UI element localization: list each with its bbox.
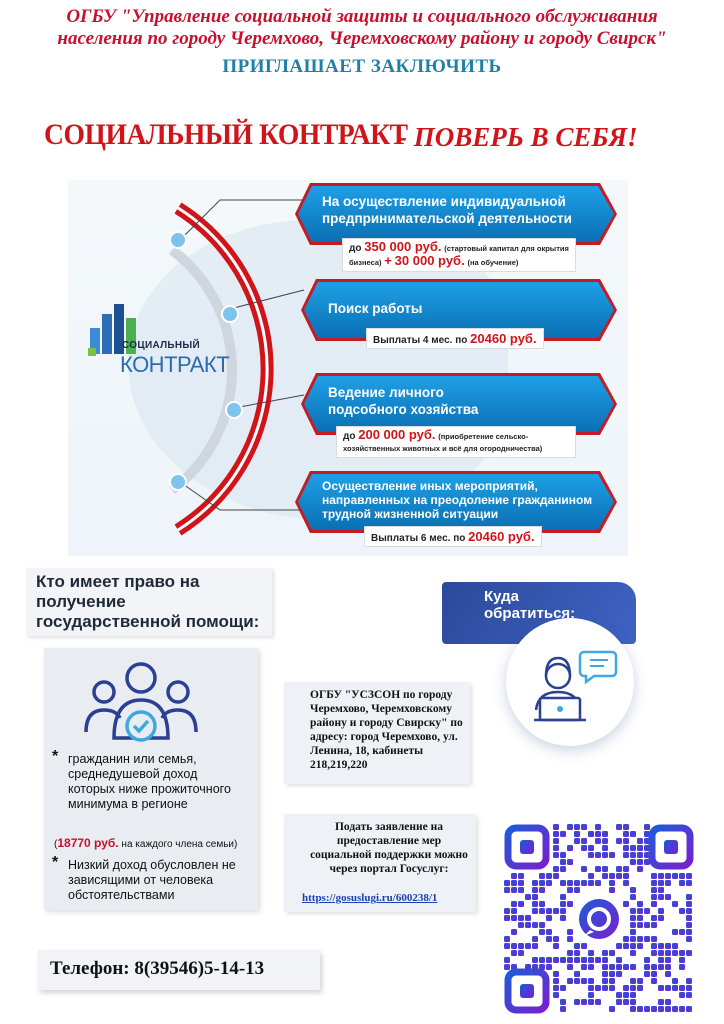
social-contract-logo: СОЦИАЛЬНЫЙ КОНТРАКТ	[88, 288, 230, 388]
address-box: ОГБУ "УСЗСОН по городу Черемхово, Черемх…	[284, 682, 470, 784]
direction-other: Осуществление иных мероприятий, направле…	[298, 474, 614, 547]
direction-title: На осуществление индивидуальной предприн…	[322, 194, 572, 226]
direction-business: На осуществление индивидуальной предприн…	[298, 186, 614, 272]
logo-word-1: СОЦИАЛЬНЫЙ	[122, 340, 200, 351]
logo-word-2: КОНТРАКТ	[120, 352, 230, 377]
criterion-circumstances: Низкий доход обусловлен не зависящими от…	[68, 858, 236, 902]
node-dot-2	[221, 305, 239, 323]
logo-mark-icon	[88, 304, 136, 356]
criterion-low-income: гражданин или семья, среднедушевой доход…	[68, 752, 231, 811]
infographic: СОЦИАЛЬНЫЙ КОНТРАКТ На осуществление инд…	[68, 180, 628, 556]
header: ОГБУ "Управление социальной защиты и соц…	[0, 6, 724, 78]
node-dot-3	[225, 401, 243, 419]
eligibility-box: * гражданин или семья, среднедушевой дох…	[44, 648, 258, 910]
gosuslugi-box: Подать заявление на предоставление мер с…	[284, 814, 476, 912]
eligibility-title: Кто имеет право на получение государстве…	[26, 568, 272, 636]
direction-household: Ведение личного подсобного хозяйства до …	[304, 376, 614, 458]
operator-laptop-icon	[534, 650, 618, 722]
direction-amount: до 350 000 руб. (стартовый капитал для о…	[342, 238, 576, 272]
invite-line: ПРИГЛАШАЕТ ЗАКЛЮЧИТЬ	[222, 56, 502, 77]
motto: - ПОВЕРЬ В СЕБЯ!	[398, 122, 638, 152]
contract-title: СОЦИАЛЬНЫЙ КОНТРАКТ	[44, 118, 408, 151]
operator-circle	[506, 618, 634, 746]
direction-amount: Выплаты 4 мес. по 20460 руб.	[366, 328, 544, 349]
direction-amount: до 200 000 руб. (приобретение сельско-хо…	[336, 426, 576, 458]
address-text: ОГБУ "УСЗСОН по городу Черемхово, Черемх…	[310, 689, 463, 771]
where-title: Куда обратиться:	[484, 588, 576, 622]
qr-code[interactable]	[498, 818, 700, 1020]
direction-title: Ведение личного подсобного хозяйства	[328, 385, 479, 417]
direction-job-search: Поиск работы Выплаты 4 мес. по 20460 руб…	[304, 282, 614, 349]
where-to-apply-card: Куда обратиться:	[442, 582, 636, 752]
gosuslugi-text: Подать заявление на предоставление мер с…	[310, 821, 468, 875]
subsistence-minimum: (18770 руб. на каждого члена семьи)	[54, 836, 238, 850]
node-dot-4	[169, 473, 187, 491]
direction-title: Осуществление иных мероприятий, направле…	[322, 479, 593, 521]
phone-number: Телефон: 8(39546)5-14-13	[38, 950, 320, 990]
organization-name: ОГБУ "Управление социальной защиты и соц…	[57, 6, 667, 49]
direction-title: Поиск работы	[328, 301, 423, 316]
arc-decoration	[168, 199, 305, 536]
bullet-star: *	[52, 748, 59, 765]
people-check-icon	[84, 662, 198, 742]
node-dot-1	[169, 231, 187, 249]
gosuslugi-link[interactable]: https://gosuslugi.ru/600238/1	[302, 892, 438, 904]
direction-amount: Выплаты 6 мес. по 20460 руб.	[364, 526, 542, 547]
bullet-star: *	[52, 854, 59, 871]
